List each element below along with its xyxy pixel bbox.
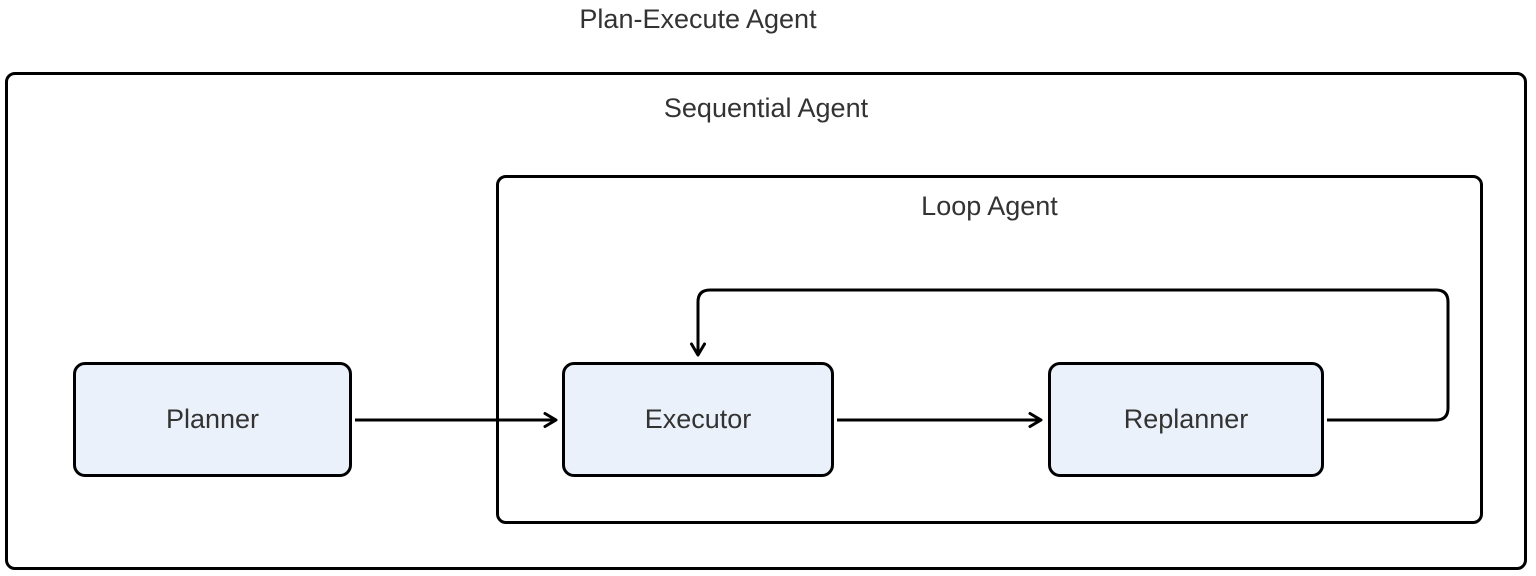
node-replanner-label: Replanner: [1123, 404, 1249, 434]
sequential-agent-container: Sequential Agent: [5, 72, 1527, 570]
node-executor-label: Executor: [644, 404, 752, 434]
loop-agent-label: Loop Agent: [921, 191, 1058, 221]
node-planner-label: Planner: [165, 404, 260, 434]
diagram-title: Plan-Execute Agent: [579, 4, 817, 34]
loop-agent-container: Loop Agent: [496, 175, 1483, 524]
sequential-agent-label: Sequential Agent: [663, 93, 869, 123]
node-executor: Executor: [562, 362, 834, 477]
node-replanner: Replanner: [1048, 362, 1324, 477]
node-planner: Planner: [73, 362, 352, 477]
